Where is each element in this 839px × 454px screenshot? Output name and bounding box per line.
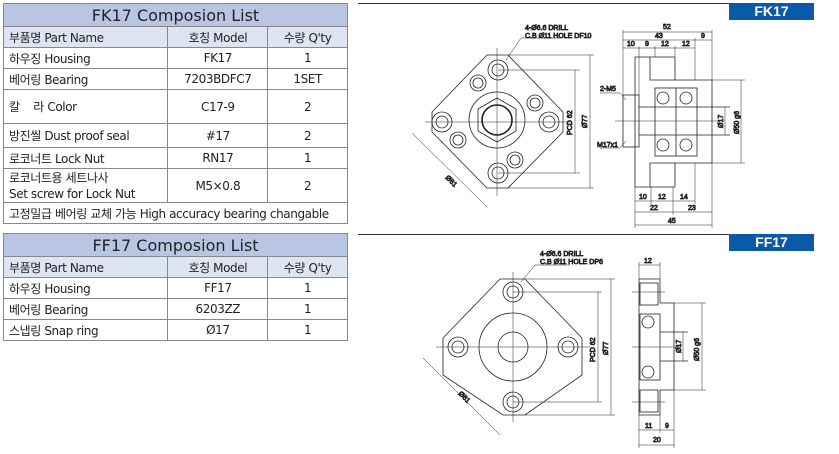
dim-m5: 2-M5 bbox=[600, 86, 616, 93]
model: C17-9 bbox=[167, 89, 269, 124]
dim: 12 bbox=[661, 41, 669, 48]
dim-pcd: PCD 62 bbox=[590, 337, 597, 362]
dim: 10 bbox=[639, 194, 647, 201]
dim: 9 bbox=[701, 33, 705, 40]
dim: 12 bbox=[644, 258, 652, 265]
dim-d77: Ø77 bbox=[603, 342, 610, 355]
dim: 52 bbox=[663, 24, 671, 31]
model: Ø17 bbox=[167, 319, 269, 341]
dim-d50: Ø50 g6 bbox=[694, 338, 701, 361]
part-name: 하우징 Housing bbox=[2, 47, 169, 69]
header-qty: 수량 Q'ty bbox=[267, 256, 348, 278]
dim-d61: Ø61 bbox=[444, 174, 458, 188]
header-model: 호칭 Model bbox=[167, 256, 269, 278]
table-note-row: 고정밀급 베어링 교체 가능 High accuracy bearing cha… bbox=[3, 202, 348, 224]
dim-d17: Ø17 bbox=[676, 340, 683, 353]
part-name: 스냅링 Snap ring bbox=[2, 319, 169, 341]
part-name-ko: 로코너트용 세트나사 bbox=[9, 170, 109, 185]
dim-d50: Ø50 g6 bbox=[734, 111, 741, 134]
ff17-composition-table: FF17 Composion List 부품명 Part Name 호칭 Mod… bbox=[2, 233, 348, 341]
drill-label: 4-Ø6.6 DRILL bbox=[525, 25, 568, 32]
dim-pcd: PCD 62 bbox=[567, 110, 574, 135]
dim: 20 bbox=[653, 437, 661, 444]
part-name: 하우징 Housing bbox=[2, 277, 169, 299]
dim: 12 bbox=[682, 41, 690, 48]
dim: 11 bbox=[645, 423, 652, 430]
table-title: FF17 Composion List bbox=[3, 233, 348, 257]
divider bbox=[358, 234, 814, 235]
dim: 10 bbox=[627, 41, 635, 48]
divider bbox=[358, 3, 814, 4]
dim: 45 bbox=[668, 218, 676, 225]
qty: 2 bbox=[267, 89, 348, 124]
header-part-name: 부품명 Part Name bbox=[2, 256, 169, 278]
dim: 9 bbox=[665, 423, 669, 430]
ff17-side-view bbox=[632, 262, 706, 448]
dim-d77: Ø77 bbox=[582, 115, 589, 128]
drill-label: 4-Ø6.6 DRILL bbox=[540, 251, 583, 258]
fk17-badge: FK17 bbox=[729, 3, 814, 20]
table-header-row: 부품명 Part Name 호칭 Model 수량 Q'ty bbox=[2, 256, 348, 278]
table-title: FK17 Composion List bbox=[3, 3, 348, 27]
dim: 22 bbox=[650, 205, 658, 212]
dim-m17: M17x1 bbox=[597, 142, 618, 149]
dim: 43 bbox=[655, 33, 663, 40]
part-name-en: Set screw for Lock Nut bbox=[9, 186, 136, 201]
model: FF17 bbox=[167, 277, 269, 299]
dim: 14 bbox=[680, 194, 688, 201]
ff17-badge: FF17 bbox=[729, 234, 814, 251]
dim: 23 bbox=[688, 205, 696, 212]
dim: 9 bbox=[645, 41, 649, 48]
dim-d17: Ø17 bbox=[718, 115, 725, 128]
part-name: 방진씰 Dust proof seal bbox=[2, 123, 169, 148]
model: #17 bbox=[167, 123, 269, 148]
qty: 1 bbox=[267, 319, 348, 341]
ff17-front-view bbox=[422, 264, 615, 436]
hole-label: C.B Ø11 HOLE DF10 bbox=[525, 33, 592, 40]
part-name: 칼 라 Color bbox=[2, 89, 169, 124]
fk17-front-view bbox=[411, 37, 594, 208]
dim: 12 bbox=[658, 194, 666, 201]
fk17-composition-table: FK17 Composion List 부품명 Part Name 호칭 Mod… bbox=[2, 3, 348, 224]
note: 고정밀급 베어링 교체 가능 High accuracy bearing cha… bbox=[3, 202, 348, 224]
fk17-side-view bbox=[600, 30, 745, 228]
hole-label: C.B Ø11 HOLE DP6 bbox=[540, 259, 603, 266]
